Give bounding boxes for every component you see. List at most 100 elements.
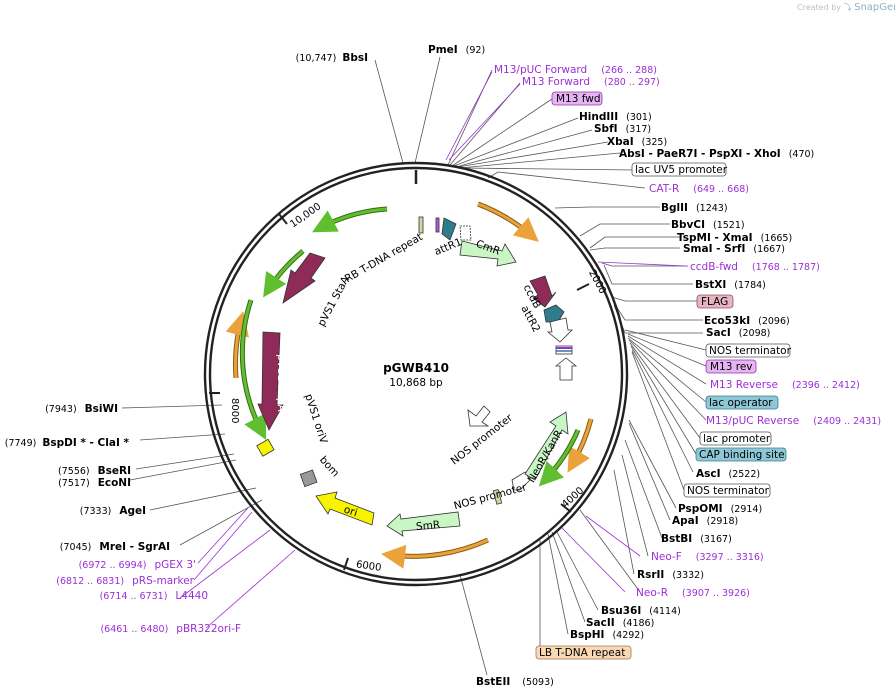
svg-text:M13 fwd: M13 fwd: [556, 93, 601, 105]
enzyme-clai-group[interactable]: (7749)BspDI * - ClaI *: [5, 437, 130, 449]
attr1-block: [441, 217, 457, 241]
enzyme-rsrii[interactable]: RsrII(3332): [637, 569, 704, 581]
enzyme-apai[interactable]: ApaI(2918): [672, 515, 738, 527]
label-nos-promoter-2: NOS promoter: [452, 481, 528, 512]
label-attr2: attR2: [518, 304, 542, 335]
primer-pbr322ori-f[interactable]: (6461 .. 6480)pBR322ori-F: [100, 623, 241, 635]
label-smr: SmR: [416, 519, 441, 533]
primer-m13-reverse[interactable]: M13 Reverse(2396 .. 2412): [710, 379, 860, 391]
primer-pgex-3[interactable]: (6972 .. 6994)pGEX 3': [79, 559, 196, 571]
bom-box: [299, 469, 318, 488]
enzyme-pmei[interactable]: PmeI(92): [428, 44, 485, 56]
svg-text:LB T-DNA repeat: LB T-DNA repeat: [539, 647, 625, 659]
primer-m13-forward[interactable]: M13 Forward(280 .. 297): [522, 76, 660, 88]
svg-text:lac operator: lac operator: [709, 397, 773, 409]
enzyme-bbsi[interactable]: (10,747)BbsI: [296, 52, 368, 64]
primer-m13-puc-reverse[interactable]: M13/pUC Reverse(2409 .. 2431): [706, 415, 881, 427]
enzyme-sbfi[interactable]: SbfI(317): [594, 123, 651, 135]
feature-box-lac-uv5-promoter[interactable]: lac UV5 promoter: [631, 162, 728, 177]
primer-m13-puc-forward[interactable]: M13/pUC Forward(266 .. 288): [494, 64, 657, 76]
tick-6000: 6000: [355, 559, 382, 573]
small-feature-marker: [418, 216, 424, 234]
boxed-feature-labels[interactable]: M13 fwd lac UV5 promoter FLAG NOS termin…: [535, 91, 792, 660]
enzyme-bsiwi[interactable]: (7943)BsiWI: [45, 403, 118, 415]
enzyme-pspomi[interactable]: PspOMI(2914): [678, 503, 762, 515]
primer-l4440[interactable]: (6714 .. 6731)L4440: [100, 590, 208, 602]
primer-neo-f[interactable]: Neo-F(3297 .. 3316): [651, 551, 764, 563]
svg-text:FLAG: FLAG: [701, 296, 728, 308]
enzyme-bstxi[interactable]: BstXI(1784): [695, 279, 766, 291]
enzyme-asci[interactable]: AscI(2522): [696, 468, 760, 480]
pvs1-staa-arrow: [282, 252, 326, 304]
feature-box-nos-terminator-2[interactable]: NOS terminator: [683, 483, 771, 498]
enzyme-sacii[interactable]: SacII(4186): [586, 617, 654, 629]
ccdb-arrow: [529, 275, 557, 308]
svg-text:CAP binding site: CAP binding site: [699, 449, 785, 461]
credit-brand: SnapGene: [854, 2, 895, 13]
enzyme-xmai-group[interactable]: TspMI - XmaI(1665): [677, 232, 792, 244]
pvs1-repa-arrow: [257, 331, 284, 431]
tick-2000: 2000: [586, 268, 608, 296]
tick-8000: 8000: [229, 398, 240, 423]
feature-box-lac-promoter[interactable]: lac promoter: [699, 431, 772, 446]
snapgene-logo-icon: ⤵: [843, 3, 852, 12]
enzyme-hindiii[interactable]: HindIII(301): [579, 111, 652, 123]
feature-box-lb-tdna-repeat[interactable]: LB T-DNA repeat: [535, 645, 632, 660]
label-pvs1-repa: pVS1 RepA: [275, 354, 287, 412]
enzyme-econi[interactable]: (7517)EcoNI: [58, 477, 131, 489]
feature-box-lac-operator[interactable]: lac operator: [705, 395, 779, 410]
svg-text:NOS terminator: NOS terminator: [709, 345, 792, 357]
enzyme-agei[interactable]: (7333)AgeI: [80, 505, 146, 517]
snapgene-credit: Created by ⤵ SnapGene: [797, 2, 895, 13]
smr-arrow: [386, 511, 461, 537]
feature-box-m13-rev[interactable]: M13 rev: [705, 359, 757, 374]
primer-leader-lines: [179, 71, 687, 629]
enzyme-bglii[interactable]: BglII(1243): [661, 202, 728, 214]
enzyme-xhoi-group[interactable]: AbsI - PaeR7I - PspXI - XhoI(470): [619, 148, 814, 160]
enzyme-bstbi[interactable]: BstBI(3167): [661, 533, 732, 545]
backbone-outer: [203, 161, 629, 587]
feature-arcs: [225, 201, 594, 569]
enzyme-bsteii[interactable]: BstEII(5093): [476, 676, 554, 688]
pvs1-oriv-box: [256, 438, 275, 457]
primer-cat-r[interactable]: CAT-R(649 .. 668): [649, 183, 749, 195]
enzyme-xbai[interactable]: XbaI(325): [607, 136, 667, 148]
label-attr1: attR1: [433, 236, 464, 258]
enzyme-bsu36i[interactable]: Bsu36I(4114): [601, 605, 681, 617]
primer-ccdb-fwd[interactable]: ccdB-fwd(1768 .. 1787): [690, 261, 820, 273]
ori-arrow: [315, 491, 375, 526]
backbone-inner: [208, 166, 624, 582]
enzyme-bseri[interactable]: (7556)BseRI: [58, 465, 131, 477]
primer-neo-r[interactable]: Neo-R(3907 .. 3926): [636, 587, 750, 599]
credit-prefix: Created by: [797, 3, 842, 12]
plasmid-size: 10,868 bp: [389, 377, 443, 389]
feature-box-m13-fwd[interactable]: M13 fwd: [551, 91, 603, 106]
tick-10000: 10,000: [288, 201, 323, 230]
svg-text:NOS terminator: NOS terminator: [687, 485, 770, 497]
enzyme-bsphi[interactable]: BspHI(4292): [570, 629, 644, 641]
enzyme-sgrai-group[interactable]: (7045)MreI - SgrAI: [60, 541, 170, 553]
enzyme-bbvci[interactable]: BbvCI(1521): [671, 219, 745, 231]
label-pvs1-staa: pVS1 StaA: [316, 274, 353, 329]
feature-box-flag[interactable]: FLAG: [696, 294, 734, 309]
feature-box-cap-binding-site[interactable]: CAP binding site: [695, 447, 787, 462]
cmr-arrow: [459, 240, 517, 267]
label-pvs1-oriv: pVS1 oriV: [302, 392, 330, 445]
enzyme-saci[interactable]: SacI(2098): [706, 327, 770, 339]
restriction-enzymes[interactable]: (10,747)BbsI PmeI(92) HindIII(301) SbfI(…: [5, 44, 815, 688]
label-ori: ori: [342, 504, 359, 520]
primer-prs-marker[interactable]: (6812 .. 6831)pRS-marker: [56, 575, 194, 587]
label-rb-tdna: RB T-DNA repeat: [343, 231, 425, 285]
neor-kanr-arrow: [524, 411, 569, 481]
enzyme-eco53ki[interactable]: Eco53kI(2096): [704, 315, 790, 327]
svg-text:lac promoter: lac promoter: [703, 433, 771, 445]
svg-text:M13 rev: M13 rev: [710, 361, 753, 373]
plasmid-name: pGWB410: [383, 361, 449, 375]
svg-text:lac UV5 promoter: lac UV5 promoter: [635, 164, 728, 176]
feature-box-nos-terminator-1[interactable]: NOS terminator: [705, 343, 792, 358]
primers[interactable]: M13/pUC Forward(266 .. 288) M13 Forward(…: [56, 64, 881, 635]
inner-features: [256, 216, 578, 537]
label-bom: bom: [317, 454, 342, 479]
enzyme-smai-group[interactable]: SmaI - SrfI(1667): [683, 243, 785, 255]
